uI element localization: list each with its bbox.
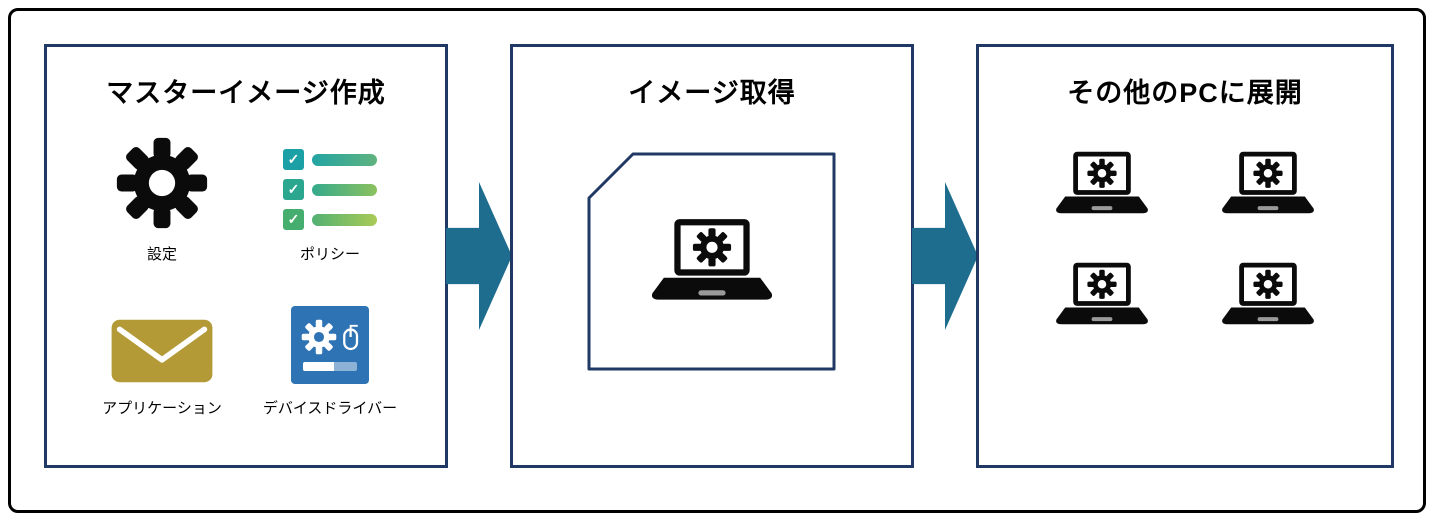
step-deploy-box: その他のPCに展開 (976, 44, 1394, 468)
step3-title: その他のPCに展開 (1067, 78, 1303, 108)
checkbox-icon: ✓ (283, 149, 304, 170)
item-label-application: アプリケーション (102, 400, 222, 417)
item-device-driver: デバイスドライバー (249, 306, 411, 418)
checklist-row: ✓ (283, 179, 377, 200)
item-application: アプリケーション (81, 306, 243, 418)
item-label-policy: ポリシー (299, 246, 360, 263)
checkbox-icon: ✓ (283, 209, 304, 230)
image-file-shape (587, 152, 837, 372)
laptop-gear-icon (1054, 261, 1150, 330)
checklist-line (312, 213, 377, 226)
item-label-device-driver: デバイスドライバー (262, 400, 398, 417)
step1-title: マスターイメージ作成 (106, 78, 386, 108)
laptop-gear-icon (1220, 150, 1316, 219)
master-image-items: 設定 ✓ ✓ ✓ ポリシー (47, 136, 445, 418)
checklist-line (312, 153, 377, 166)
checklist-line (312, 183, 377, 196)
checklist-row: ✓ (283, 209, 377, 230)
checklist-row: ✓ (283, 149, 377, 170)
device-driver-icon (291, 306, 369, 384)
step-image-capture-box: イメージ取得 (510, 44, 914, 468)
checklist-icon: ✓ ✓ ✓ (283, 149, 377, 230)
item-policy: ✓ ✓ ✓ ポリシー (249, 136, 411, 264)
laptop-gear-icon (1054, 150, 1150, 219)
gear-icon (301, 319, 337, 355)
deployed-pc-grid (1054, 150, 1316, 330)
envelope-icon (111, 319, 213, 383)
laptop-gear-icon (649, 217, 775, 307)
progress-bar-fill (303, 362, 335, 371)
checkbox-icon: ✓ (283, 179, 304, 200)
item-settings: 設定 (81, 136, 243, 264)
step-master-image-box: マスターイメージ作成 設定 ✓ ✓ ✓ ポリシー (44, 44, 448, 468)
step2-title: イメージ取得 (628, 78, 796, 108)
device-driver-art (301, 319, 360, 355)
gear-icon (115, 136, 209, 230)
laptop-gear-icon (1220, 261, 1316, 330)
mouse-icon (342, 324, 358, 351)
item-label-settings: 設定 (146, 246, 177, 263)
progress-bar (303, 362, 357, 371)
